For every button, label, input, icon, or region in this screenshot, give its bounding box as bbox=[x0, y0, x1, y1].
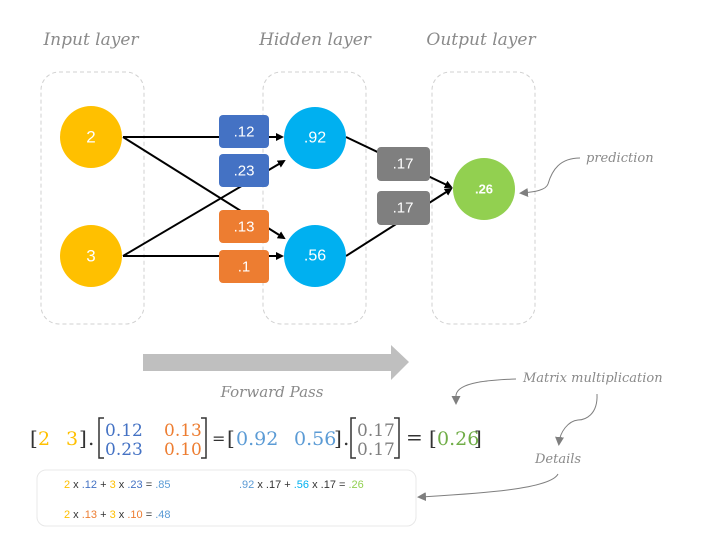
input-vector-value: 2 bbox=[38, 428, 50, 450]
detail-term: .12 bbox=[82, 479, 97, 491]
details-line-output: .92 x .17 + .56 x .17 = .26 bbox=[239, 479, 364, 491]
bracket: [ bbox=[227, 426, 235, 450]
detail-term: .85 bbox=[155, 479, 170, 491]
forward-pass-label: Forward Pass bbox=[220, 383, 324, 401]
hidden-node-1-value: .92 bbox=[304, 130, 326, 147]
weight-box-w22: .1 bbox=[219, 250, 269, 283]
input-node-2: 3 bbox=[60, 225, 122, 287]
detail-term: .92 bbox=[239, 479, 254, 491]
equals-operator: = bbox=[212, 429, 225, 448]
matrix-cell: 0.23 bbox=[105, 440, 143, 460]
bracket: [ bbox=[30, 426, 38, 450]
bracket: [ bbox=[429, 426, 437, 450]
input-node-2-value: 3 bbox=[86, 247, 95, 266]
result-value: 0.26 bbox=[437, 428, 479, 450]
hidden-vector-value: 0.56 bbox=[294, 428, 336, 450]
equals-operator: = bbox=[406, 425, 423, 449]
forward-pass-arrow bbox=[143, 345, 409, 380]
input-node-1-value: 2 bbox=[86, 128, 95, 147]
detail-term: = bbox=[143, 479, 156, 491]
detail-term: 2 bbox=[64, 509, 70, 521]
detail-term: .26 bbox=[349, 479, 364, 491]
vector-bracket-left bbox=[350, 417, 356, 459]
matrix-multiplication-label: Matrix multiplication bbox=[522, 371, 663, 386]
detail-term: .13 bbox=[82, 509, 97, 521]
details-box bbox=[36, 469, 417, 527]
hidden-node-2-value: .56 bbox=[304, 248, 326, 265]
hidden-vector-value: 0.92 bbox=[236, 428, 278, 450]
detail-term: x bbox=[116, 479, 128, 491]
prediction-label: prediction bbox=[586, 151, 654, 166]
detail-term: x bbox=[116, 509, 128, 521]
details-arrow bbox=[417, 473, 559, 502]
detail-term: .23 bbox=[127, 479, 142, 491]
output-layer-label: Output layer bbox=[426, 30, 536, 50]
matrix-equation: [ 2 3 ] . 0.12 0.13 0.23 0.10 = [ 0.92 0… bbox=[30, 417, 482, 460]
matrix-cell: 0.10 bbox=[164, 440, 202, 460]
detail-term: .56 bbox=[294, 479, 309, 491]
detail-term: .10 bbox=[127, 509, 142, 521]
matrix-arrow bbox=[451, 378, 517, 405]
matrix-bracket-left bbox=[98, 417, 104, 459]
input-vector-value: 3 bbox=[66, 428, 78, 450]
matrix-cell: 0.12 bbox=[105, 421, 143, 441]
detail-term: x bbox=[70, 479, 82, 491]
hidden-node-2: .56 bbox=[284, 225, 346, 287]
detail-term: 3 bbox=[110, 479, 116, 491]
detail-term: = bbox=[143, 509, 156, 521]
detail-term: .48 bbox=[155, 509, 170, 521]
detail-term: x .17 = bbox=[309, 479, 348, 491]
weight-value: .12 bbox=[234, 124, 255, 141]
weight-box-out-1: .17 bbox=[377, 147, 430, 181]
hidden-layer-label: Hidden layer bbox=[258, 30, 372, 50]
output-layer-box bbox=[431, 71, 536, 325]
vector-bracket-right bbox=[394, 417, 400, 459]
weight-value: .23 bbox=[234, 163, 255, 180]
hidden-layer-box bbox=[262, 71, 367, 325]
weight-value: .1 bbox=[238, 259, 251, 276]
details-arrow-down bbox=[555, 393, 598, 446]
output-weight-cell: 0.17 bbox=[357, 421, 395, 441]
detail-term: 2 bbox=[64, 479, 70, 491]
input-layer-box bbox=[40, 71, 145, 325]
matrix-cell: 0.13 bbox=[164, 421, 202, 441]
details-line-h2: 2 x .13 + 3 x .10 = .48 bbox=[64, 509, 170, 521]
weight-box-w21: .23 bbox=[219, 154, 269, 187]
matrix-bracket-right bbox=[201, 417, 207, 459]
output-weight-cell: 0.17 bbox=[357, 440, 395, 460]
input-layer-label: Input layer bbox=[42, 30, 139, 50]
weight-box-out-2: .17 bbox=[377, 191, 430, 225]
bracket: ] bbox=[334, 426, 342, 450]
prediction-arrow bbox=[519, 157, 581, 198]
detail-term: + bbox=[97, 479, 110, 491]
detail-term: x .17 + bbox=[254, 479, 293, 491]
hidden-node-1: .92 bbox=[284, 107, 346, 169]
weight-value: .13 bbox=[234, 219, 255, 236]
output-node: .26 bbox=[453, 158, 515, 220]
detail-term: x bbox=[70, 509, 82, 521]
bracket: ] bbox=[474, 426, 482, 450]
details-line-h1: 2 x .12 + 3 x .23 = .85 bbox=[64, 479, 170, 491]
input-node-1: 2 bbox=[60, 106, 122, 168]
dot-operator: . bbox=[343, 426, 349, 450]
dot-operator: . bbox=[88, 426, 94, 450]
weight-value: .17 bbox=[393, 200, 414, 217]
bracket: ] bbox=[79, 426, 87, 450]
weight-box-w12: .13 bbox=[219, 210, 269, 243]
weight-box-w11: .12 bbox=[219, 115, 269, 148]
output-node-value: .26 bbox=[475, 182, 493, 197]
detail-term: + bbox=[97, 509, 110, 521]
detail-term: 3 bbox=[110, 509, 116, 521]
weight-value: .17 bbox=[393, 156, 414, 173]
details-label: Details bbox=[534, 452, 581, 467]
